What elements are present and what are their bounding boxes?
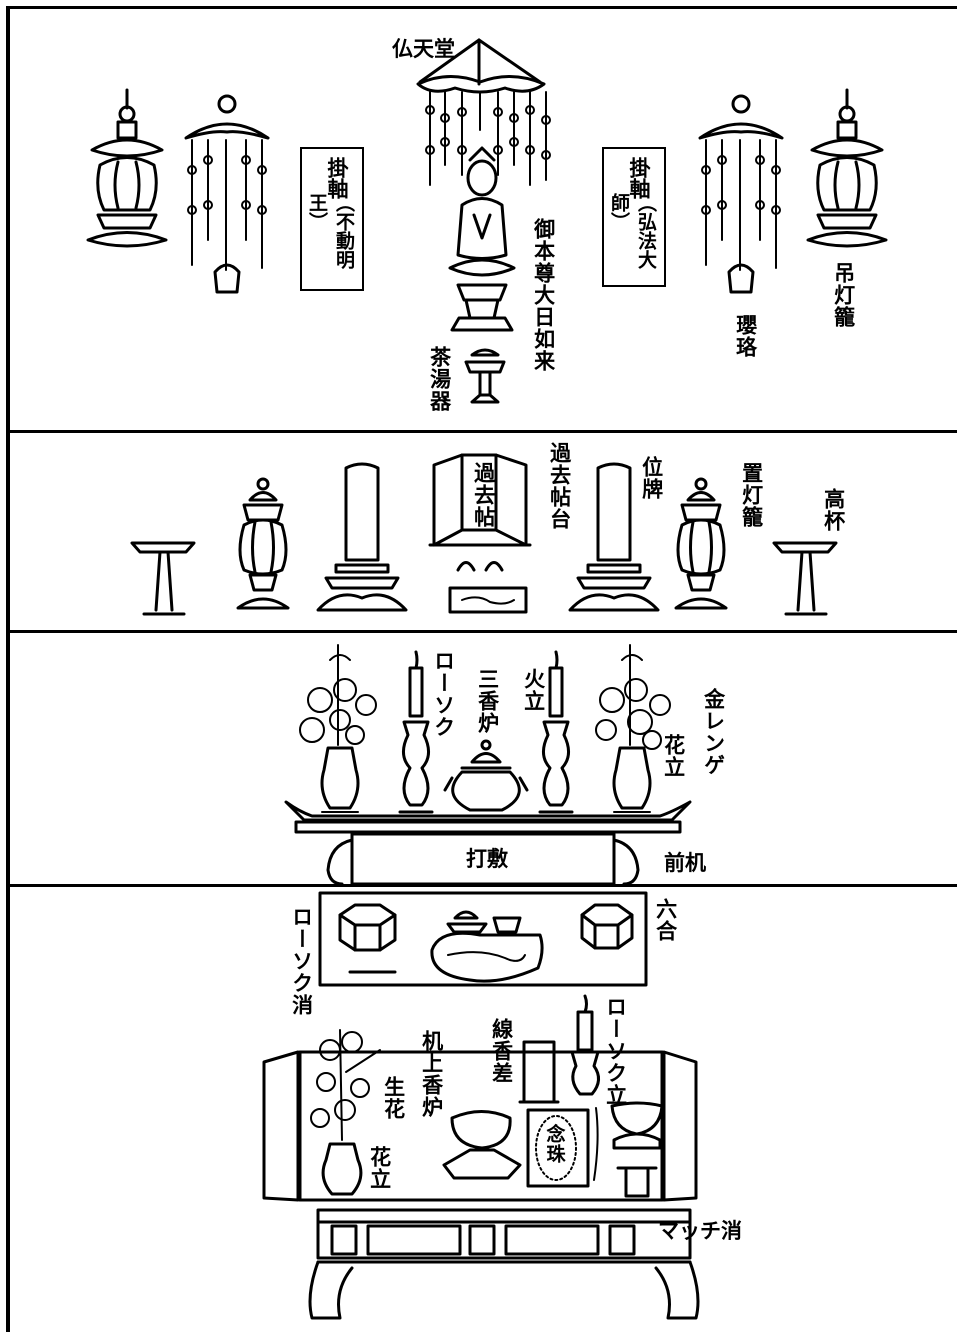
rosokutate-label: ローソク立 xyxy=(604,996,627,1106)
kijokoro-label: 机上香炉 xyxy=(420,1030,443,1118)
rosokutate-drawing xyxy=(572,996,599,1094)
sankoro-drawing xyxy=(445,741,527,810)
chatoki-drawing xyxy=(466,350,504,402)
senkozashi-label: 線香差 xyxy=(490,1018,513,1084)
butsutendo-label: 仏天堂 xyxy=(392,38,455,61)
kakocho-label: 過去帖 xyxy=(472,462,495,528)
maezukue-drawing xyxy=(286,802,690,884)
dainichi-statue-drawing xyxy=(450,148,514,330)
rokugo-left-drawing xyxy=(340,905,395,950)
honzon-label: 御本尊大日如来 xyxy=(532,218,555,372)
right-takatsuki-drawing xyxy=(774,543,836,614)
hitate-label: 火立 xyxy=(522,668,545,712)
kobo-daishi-label: （弘法大師） xyxy=(606,193,660,285)
maezukue-label: 前机 xyxy=(664,852,706,875)
sankoro-label: 三香炉 xyxy=(476,668,499,734)
kyozukue-drawing xyxy=(264,1052,698,1318)
butsutendo-canopy-drawing xyxy=(418,40,550,185)
left-yoraku-drawing xyxy=(186,96,268,292)
left-ihai-drawing xyxy=(318,464,406,610)
left-rosoku-drawing xyxy=(400,652,432,812)
ihai-label: 位牌 xyxy=(640,456,663,500)
rosoku-label: ローソク xyxy=(432,650,455,738)
left-tsuridoro-drawing xyxy=(88,90,166,246)
ikebana-label: 生花 xyxy=(382,1076,405,1120)
right-okidoro-drawing xyxy=(676,479,726,608)
takatsuki-label: 高杯 xyxy=(822,488,845,532)
left-hanatate-flowers-drawing xyxy=(300,645,376,812)
nenju-label: 念珠 xyxy=(544,1124,565,1164)
hanatate-label-lower: 花立 xyxy=(368,1146,391,1190)
right-yoraku-drawing xyxy=(700,96,782,292)
yoraku-label: 瓔珞 xyxy=(734,314,757,358)
rin-drawing xyxy=(612,1103,662,1196)
left-okidoro-drawing xyxy=(238,479,288,608)
chatoki-label: 茶湯器 xyxy=(428,346,451,412)
tsuridoro-label: 吊灯籠 xyxy=(832,262,855,328)
offering-tray-drawing xyxy=(432,912,542,981)
fudo-myoo-label: （不動明王） xyxy=(304,193,358,289)
left-takatsuki-drawing xyxy=(132,543,194,614)
kijokoro-drawing xyxy=(444,1112,520,1179)
kakejiku-fudo-box: 掛軸 （不動明王） xyxy=(300,147,364,291)
uchishiki-label: 打敷 xyxy=(466,848,508,871)
hanatate-label-upper: 花立 xyxy=(662,734,685,778)
right-hanatate-flowers-drawing xyxy=(596,645,670,812)
okidoro-label: 置灯籠 xyxy=(740,462,763,528)
kakejiku-kobo-box: 掛軸 （弘法大師） xyxy=(602,147,666,287)
matchkeshi-label: マッチ消 xyxy=(658,1220,742,1243)
kakochodai-label: 過去帖台 xyxy=(548,442,571,530)
right-tsuridoro-drawing xyxy=(808,90,886,246)
rokugo-label: 六合 xyxy=(654,898,677,942)
rokugo-right-drawing xyxy=(582,905,632,948)
rosokukeshi-label: ローソク消 xyxy=(290,906,313,1016)
kinrenge-label: 金レンゲ xyxy=(702,688,725,776)
